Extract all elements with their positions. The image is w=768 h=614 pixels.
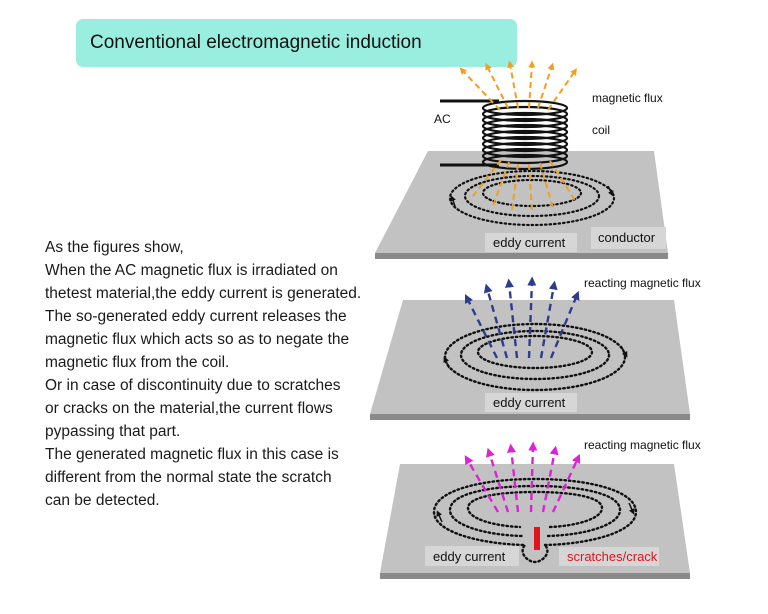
description-line: pypassing that part. (45, 423, 181, 440)
reacting-flux-label: reacting magnetic flux (584, 438, 701, 452)
description-line: magnetic flux from the coil. (45, 354, 230, 371)
panel-scratch-detection: reacting magnetic flux eddy current scra… (380, 438, 701, 579)
description-line: magnetic flux which acts so as to negate… (45, 331, 350, 348)
description-line: can be detected. (45, 492, 160, 509)
eddy-current-label-bg (425, 546, 519, 566)
panel-conventional: AC magnetic flux coil eddy current condu… (375, 60, 668, 259)
eddy-current-label: eddy current (433, 549, 506, 564)
description-line: When the AC magnetic flux is irradiated … (45, 262, 338, 279)
test-plate-side (370, 414, 690, 420)
magnetic-flux-label: magnetic flux (592, 91, 663, 105)
eddy-current-loops (448, 169, 616, 227)
title-banner: Conventional electromagnetic induction (76, 19, 517, 67)
eddy-direction-arrow (436, 510, 443, 523)
scratch-label: scratches/crack (567, 549, 658, 564)
conductor-label: conductor (598, 230, 656, 245)
scratch-label-bg (559, 547, 659, 566)
conductor-plate-side (375, 253, 668, 259)
eddy-direction-arrow (620, 345, 628, 358)
page-title: Conventional electromagnetic induction (90, 32, 422, 53)
reacting-flux-label: reacting magnetic flux (584, 276, 701, 290)
panel-reacting-flux: reacting magnetic flux eddy current (370, 276, 701, 420)
test-plate-top (380, 464, 690, 573)
description-line: or cracks on the material,the current fl… (45, 400, 333, 417)
eddy-direction-arrow (450, 195, 456, 207)
eddy-direction-arrow (443, 356, 450, 369)
eddy-direction-arrow (607, 185, 614, 197)
description-line: Or in case of discontinuity due to scrat… (45, 377, 341, 394)
description-line: The generated magnetic flux in this case… (45, 446, 339, 463)
eddy-direction-arrow (628, 502, 635, 515)
reacting-flux-lines (464, 276, 580, 359)
eddy-current-loops (432, 477, 638, 564)
eddy-current-label-bg (485, 233, 577, 252)
eddy-current-label-bg (485, 393, 577, 412)
conductor-label-bg (591, 227, 666, 249)
scratch-crack (534, 527, 540, 550)
ac-label: AC (434, 112, 451, 126)
description-line: The so-generated eddy current releases t… (45, 308, 347, 325)
reacting-flux-lines (464, 441, 581, 513)
test-plate-side (380, 573, 690, 579)
eddy-current-label: eddy current (493, 395, 566, 410)
coil (481, 99, 569, 171)
eddy-current-label: eddy current (493, 235, 566, 250)
coil-label: coil (592, 123, 610, 137)
description-line: different from the normal state the scra… (45, 469, 332, 486)
description-line: thetest material,the eddy current is gen… (45, 285, 362, 302)
magnetic-flux-lines (459, 60, 577, 213)
description-line: As the figures show, (45, 239, 184, 256)
description-text: As the figures show, When the AC magneti… (45, 236, 395, 512)
